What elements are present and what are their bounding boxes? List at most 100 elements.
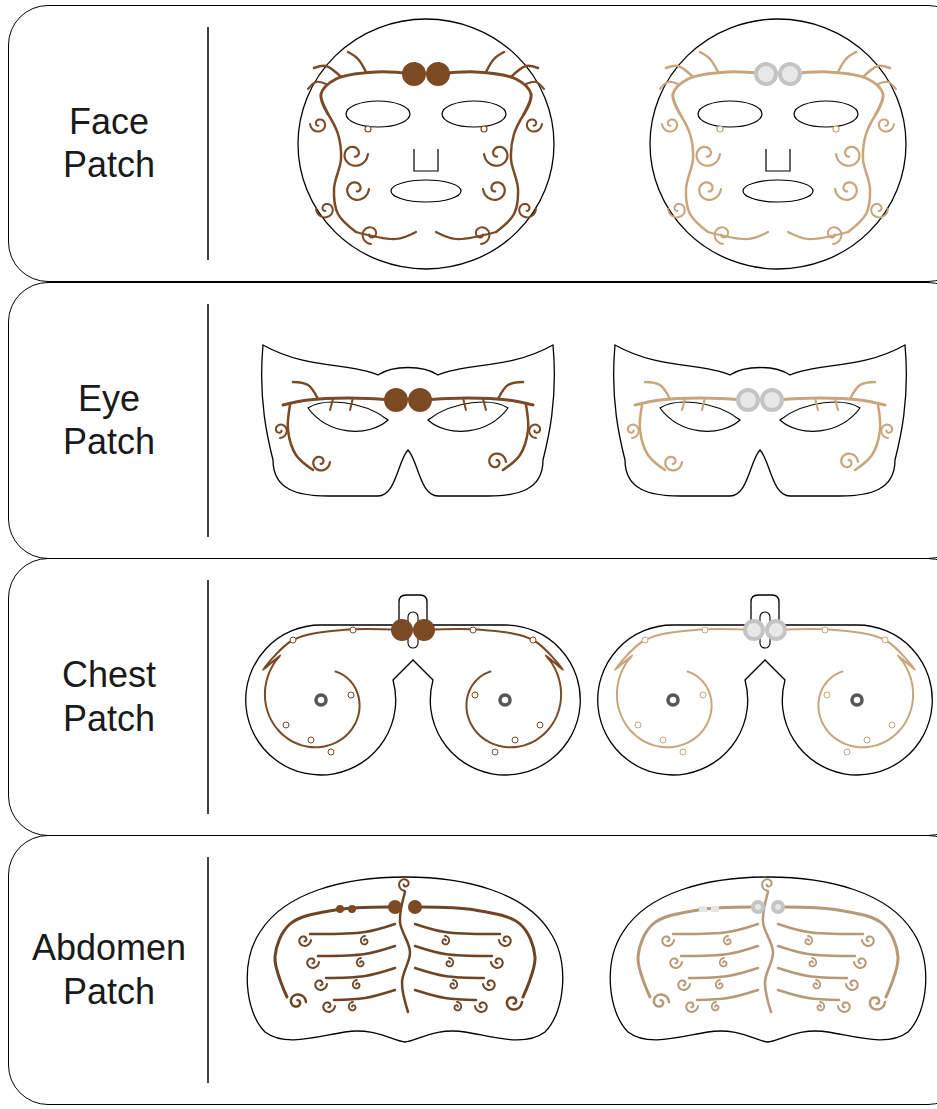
electrode-dot [767, 621, 785, 639]
pattern-line [862, 936, 874, 945]
sensor-dot [492, 749, 498, 755]
sensor-dot [700, 692, 706, 698]
pattern-line [855, 405, 880, 470]
eye-hole [780, 402, 860, 431]
pattern-line [762, 879, 771, 891]
pattern-line [628, 425, 639, 438]
pattern-line [777, 629, 915, 747]
electrode-dot [402, 62, 426, 86]
pattern-line [668, 204, 685, 218]
pattern-line [665, 457, 682, 471]
pattern-line [353, 980, 360, 988]
pattern-line [316, 204, 333, 218]
pattern-line [310, 119, 325, 131]
abdomen-outline [247, 877, 562, 1042]
pattern-line [817, 1002, 824, 1010]
electrode-dot [408, 900, 422, 914]
sensor-dot [512, 737, 518, 743]
pattern-line [712, 1002, 719, 1010]
pattern-line [321, 72, 414, 114]
pattern-line [415, 968, 484, 978]
electrode-dot [780, 64, 800, 84]
patch-panel: Face Patch [8, 5, 937, 282]
pattern-line [326, 968, 395, 978]
abdomen-patch-figure [247, 877, 562, 1042]
pattern-line [314, 66, 341, 77]
pattern-line [682, 399, 685, 410]
pattern-line [415, 924, 500, 934]
electrode-dot [699, 906, 707, 912]
pattern-line [348, 52, 366, 72]
pattern-line [361, 936, 368, 944]
pattern-line [640, 405, 665, 470]
pattern-line [519, 204, 536, 218]
pattern-line [638, 907, 758, 997]
eye-hole [794, 101, 858, 127]
sensor-dot [844, 749, 850, 755]
pattern-line [415, 907, 535, 997]
divider-line [207, 580, 209, 814]
chest-outline [598, 595, 933, 775]
pattern-line [356, 232, 416, 239]
patch-name: Abdomen Patch [32, 926, 186, 1012]
pattern-line [308, 82, 326, 89]
pattern-line [635, 398, 748, 405]
sensor-dot [717, 126, 723, 132]
pattern-line [879, 119, 894, 131]
pattern-line [299, 936, 311, 945]
pattern-line [666, 66, 693, 77]
center-ring [852, 695, 862, 705]
nose-cut [766, 149, 790, 171]
pattern-line [615, 629, 753, 747]
electrode-dot [384, 388, 408, 412]
pattern-line [838, 52, 856, 72]
sensor-dot [660, 737, 666, 743]
pattern-line [399, 879, 408, 891]
pattern-line [778, 924, 863, 934]
pattern-line [778, 946, 855, 956]
sensor-dot [470, 627, 476, 633]
divider-line [207, 304, 209, 537]
pattern-line [689, 968, 758, 978]
pattern-line [436, 232, 496, 239]
sensor-dot [328, 749, 334, 755]
pattern-line [772, 398, 885, 405]
panel-label-area: Eye Patch [9, 283, 209, 557]
sensor-dot [283, 722, 289, 728]
pattern-line [778, 907, 898, 997]
pattern-line [708, 232, 768, 239]
pattern-line [334, 990, 395, 1000]
electrode-dot [348, 905, 356, 913]
chest-patch-figure [246, 595, 581, 775]
pattern-line [790, 72, 883, 114]
pattern-line [420, 398, 533, 405]
pattern-line [778, 968, 847, 978]
electrode-dot [762, 390, 782, 410]
pattern-line [498, 382, 523, 399]
patch-panel: Abdomen Patch [8, 835, 937, 1105]
electrode-dot [336, 905, 344, 913]
pattern-line [863, 66, 890, 77]
pattern-line [846, 980, 858, 989]
eye-hole [698, 101, 762, 127]
patch-name: Eye Patch [63, 377, 155, 463]
patch-name: Chest Patch [62, 653, 156, 739]
pattern-line [805, 936, 812, 944]
face-outline [298, 19, 554, 269]
pattern-line [315, 980, 327, 989]
pattern-line [778, 990, 839, 1000]
pattern-line [345, 147, 368, 166]
electrode-dot [745, 621, 763, 639]
divider-line [207, 27, 209, 260]
pattern-line [425, 629, 563, 747]
pattern-line [835, 399, 838, 410]
pattern-line [415, 946, 492, 956]
pattern-line [491, 958, 503, 967]
pattern-line [507, 997, 522, 1009]
pattern-line [454, 1002, 461, 1010]
sensor-dot [537, 722, 543, 728]
pattern-line [678, 980, 690, 989]
sensor-dot [702, 627, 708, 633]
pattern-line [697, 147, 720, 166]
